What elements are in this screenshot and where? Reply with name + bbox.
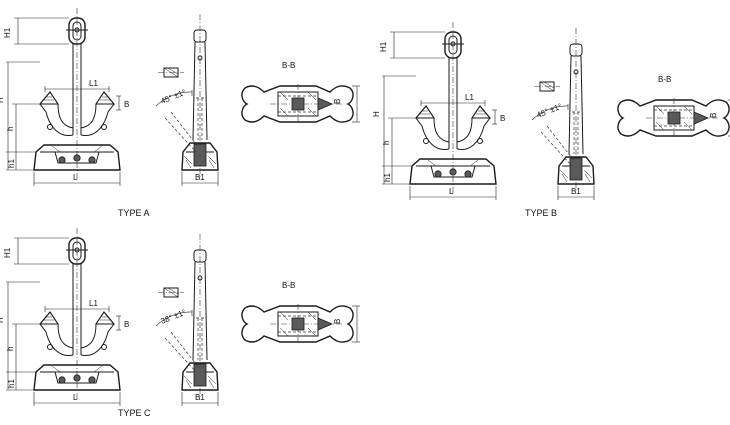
type-c-dim-L: L <box>73 393 78 402</box>
type-b-front-view <box>381 21 498 201</box>
type-c-dim-h1: h1 <box>7 379 16 388</box>
type-a-dim-L: L <box>73 173 78 182</box>
type-c-dim-H1: H1 <box>3 247 12 258</box>
type-c-front-view <box>5 227 122 407</box>
type-a-angle-label: 45° ±1° <box>159 88 187 106</box>
type-b-dim-H1: H1 <box>379 41 388 52</box>
type-a-dim-H: H <box>0 97 5 103</box>
type-b-section-dim-B: B <box>709 113 718 118</box>
type-b-dim-h: h <box>382 141 391 145</box>
type-b-dim-L: L <box>449 187 454 196</box>
type-c-section-label: B-B <box>282 281 295 290</box>
type-c-dim-B1: B1 <box>195 393 205 402</box>
type-a-dim-h: h <box>6 127 15 131</box>
panel-type-c: H1 H h h1 L1 L B B1 38° ±1° B-B B TYPE C <box>0 227 361 418</box>
type-c-caption: TYPE C <box>118 408 151 418</box>
panel-type-b: H1 H h h1 L1 L B B1 45° ±1° B-B B TYPE B <box>372 21 730 218</box>
type-a-dim-H1: H1 <box>3 27 12 38</box>
type-b-dim-B1: B1 <box>571 187 581 196</box>
type-b-angle-label: 45° ±1° <box>535 102 563 120</box>
type-b-dim-H: H <box>372 111 381 117</box>
type-c-section-view <box>241 303 361 345</box>
type-a-dim-B: B <box>124 100 129 109</box>
type-a-section-dim-B: B <box>333 99 342 104</box>
type-b-dim-L1: L1 <box>465 93 474 102</box>
type-c-angle-label: 38° ±1° <box>159 308 187 326</box>
type-b-dim-h1: h1 <box>383 173 392 182</box>
type-c-dim-H: H <box>0 317 5 323</box>
type-c-dim-L1: L1 <box>89 299 98 308</box>
type-a-section-label: B-B <box>282 61 295 70</box>
type-a-front-view <box>5 7 122 187</box>
type-a-caption: TYPE A <box>118 208 150 218</box>
type-c-section-dim-B: B <box>333 319 342 324</box>
type-a-dim-h1: h1 <box>7 159 16 168</box>
type-b-section-label: B-B <box>658 75 671 84</box>
type-c-dim-h: h <box>6 347 15 351</box>
type-b-caption: TYPE B <box>525 208 557 218</box>
type-a-dim-B1: B1 <box>195 173 205 182</box>
type-a-section-view <box>241 83 361 125</box>
panel-type-a: H1 H h h1 L1 L B B1 45° ±1° B-B B TYPE A <box>0 7 361 218</box>
type-a-dim-L1: L1 <box>89 79 98 88</box>
type-c-dim-B: B <box>124 320 129 329</box>
type-b-dim-B: B <box>500 114 505 123</box>
